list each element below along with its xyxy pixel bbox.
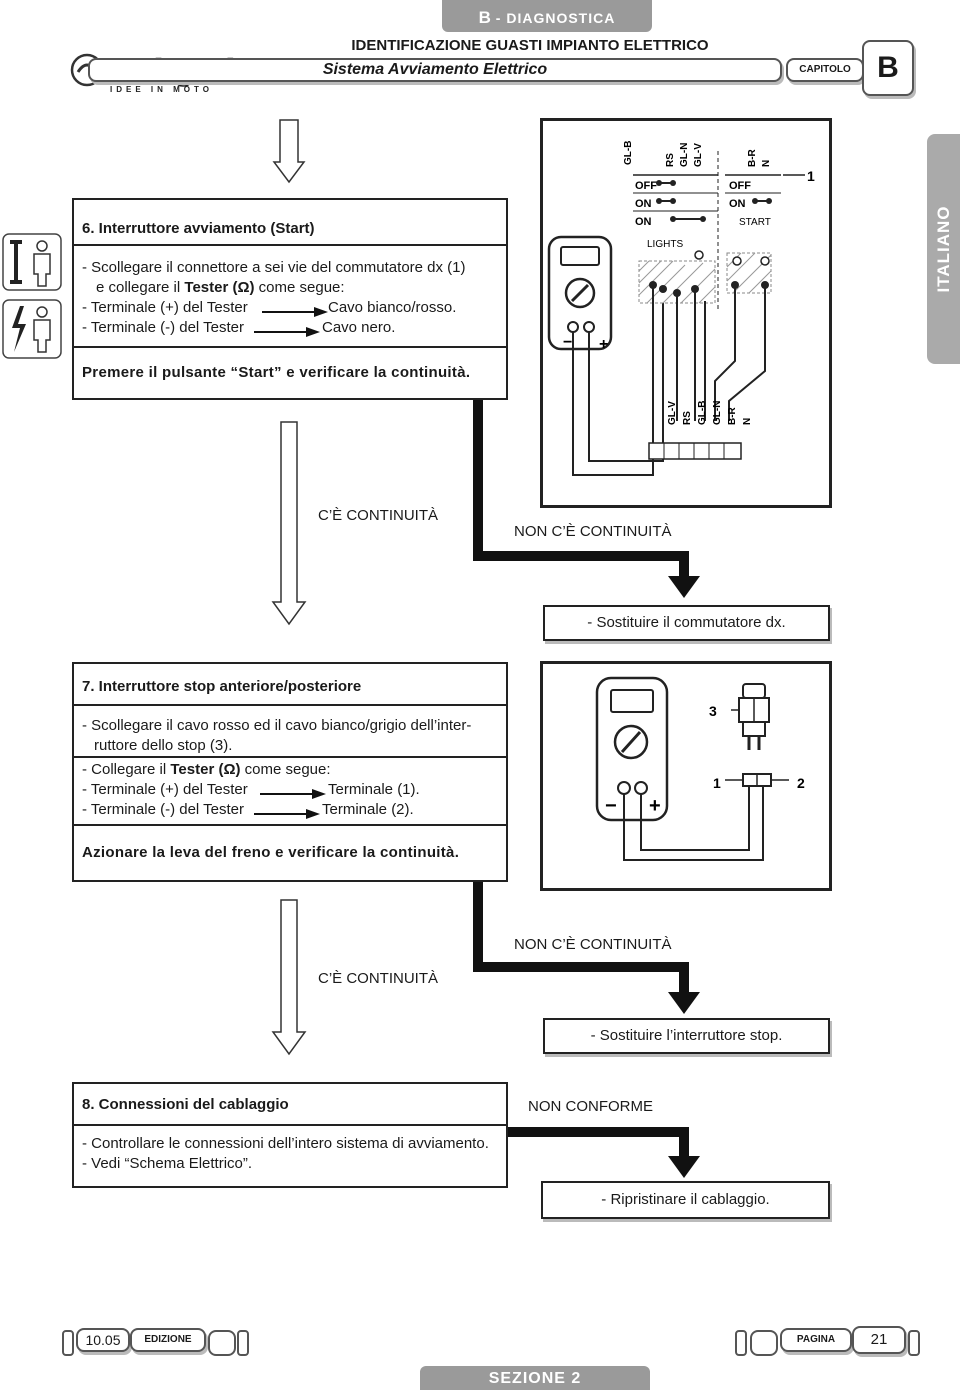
svg-text:+: + [649, 795, 661, 817]
svg-text:2: 2 [797, 775, 805, 791]
down-arrow-icon [271, 899, 307, 1056]
svg-text:ON: ON [635, 216, 652, 228]
svg-text:N: N [742, 418, 753, 425]
wrench-icon [10, 240, 22, 284]
svg-text:OFF: OFF [635, 180, 657, 192]
logo-tagline: IDEE IN MOTO [110, 85, 213, 94]
tester-label: Tester (Ω) [184, 279, 255, 296]
step7-yes-label: C’È CONTINUITÀ [318, 970, 438, 987]
down-arrow-icon [668, 576, 700, 598]
step7-instruction: Azionare la leva del freno e verificare … [82, 844, 460, 861]
svg-text:RS: RS [665, 153, 676, 167]
step8-title: 8. Connessioni del cablaggio [82, 1096, 289, 1113]
svg-text:3: 3 [709, 703, 717, 719]
chapter-tab-letter: B [478, 8, 491, 27]
step7-line3: - Collegare il Tester (Ω) come segue: [82, 761, 331, 778]
mechanic-icons [2, 232, 64, 362]
arrow-right-icon [262, 304, 328, 322]
svg-text:B-R: B-R [747, 148, 758, 167]
multimeter-icon: − + [595, 676, 669, 822]
tester-label: Tester (Ω) [170, 761, 241, 778]
step8-no-label: NON CONFORME [528, 1098, 653, 1115]
step6-plus-target: Cavo bianco/rosso. [328, 299, 457, 316]
step7-no-action: - Sostituire l’interruttore stop. [543, 1018, 830, 1054]
step7-title: 7. Interruttore stop anteriore/posterior… [82, 678, 362, 695]
step8-line2: - Vedi “Schema Elettrico”. [82, 1155, 253, 1172]
chapter-tab: B - DIAGNOSTICA [442, 0, 652, 32]
svg-text:GL-B: GL-B [623, 141, 634, 165]
svg-text:LIGHTS: LIGHTS [647, 239, 683, 250]
svg-text:GL-N: GL-N [679, 143, 690, 167]
svg-text:1: 1 [807, 168, 815, 184]
chapter-tab-text: - DIAGNOSTICA [490, 10, 616, 26]
svg-text:−: − [563, 334, 572, 351]
step6-minus-prefix: - Terminale (-) del Tester [82, 319, 244, 336]
step7-minus-target: Terminale (2). [322, 801, 414, 818]
lightning-icon [12, 306, 26, 352]
svg-text:OFF: OFF [729, 180, 751, 192]
down-arrow-icon [271, 421, 307, 626]
capitolo-value: B [862, 40, 914, 96]
svg-text:1: 1 [713, 775, 721, 791]
step6-instruction: Premere il pulsante “Start” e verificare… [82, 364, 471, 381]
page-subtitle: Sistema Avviamento Elettrico [88, 58, 782, 82]
page-label: PAGINA [780, 1328, 852, 1352]
step6-no-action: - Sostituire il commutatore dx. [543, 605, 830, 641]
svg-text:GL-V: GL-V [667, 401, 678, 425]
step7-no-label: NON C’È CONTINUITÀ [514, 936, 672, 953]
step7-minus-prefix: - Terminale (-) del Tester [82, 801, 244, 818]
svg-text:GL-B: GL-B [697, 401, 708, 425]
no-branch-line [473, 398, 689, 578]
step6-yes-label: C’È CONTINUITÀ [318, 507, 438, 524]
step6-title: 6. Interruttore avviamento (Start) [82, 220, 315, 237]
step6-wiring-diagram: − + OFF ON ON OFF ON GL-B RS GL-N GL-V B… [540, 118, 832, 508]
svg-text:−: − [605, 795, 617, 817]
svg-text:ON: ON [729, 198, 746, 210]
step7-plus-prefix: - Terminale (+) del Tester [82, 781, 248, 798]
step7-line1: - Scollegare il cavo rosso ed il cavo bi… [82, 717, 472, 734]
arrow-right-icon [254, 324, 320, 342]
down-arrow-icon [272, 119, 306, 184]
step6-line2: e collegare il Tester (Ω) come segue: [96, 279, 345, 296]
arrow-right-icon [260, 786, 326, 804]
svg-text:GL-N: GL-N [712, 401, 723, 425]
edition-value: 10.05 [76, 1328, 130, 1352]
edition-label: EDIZIONE [130, 1328, 206, 1352]
step7-plus-target: Terminale (1). [328, 781, 420, 798]
step7-box: 7. Interruttore stop anteriore/posterior… [72, 662, 508, 882]
step6-box: 6. Interruttore avviamento (Start) - Sco… [72, 198, 508, 400]
language-tab: ITALIANO [927, 134, 960, 364]
svg-text:START: START [739, 217, 771, 228]
step6-minus-target: Cavo nero. [322, 319, 396, 336]
capitolo-label: CAPITOLO [786, 58, 864, 82]
step8-line1: - Controllare le connessioni dell’intero… [82, 1135, 489, 1152]
stop-switch-icon [738, 683, 770, 750]
svg-text:GL-V: GL-V [693, 143, 704, 167]
down-arrow-icon [668, 992, 700, 1014]
svg-text:B-R: B-R [727, 406, 738, 425]
no-branch-line [506, 1127, 689, 1158]
page-number: 21 [852, 1326, 906, 1354]
step6-plus-prefix: - Terminale (+) del Tester [82, 299, 248, 316]
step7-wiring-diagram: − + 3 1 2 [540, 661, 832, 891]
step8-box: 8. Connessioni del cablaggio - Controlla… [72, 1082, 508, 1188]
arrow-right-icon [254, 806, 320, 824]
step8-no-action: - Ripristinare il cablaggio. [541, 1181, 830, 1219]
step7-line2: ruttore dello stop (3). [94, 737, 233, 754]
section-tab: SEZIONE 2 [420, 1366, 650, 1390]
multimeter-icon: − + [547, 235, 613, 353]
page-title: IDENTIFICAZIONE GUASTI IMPIANTO ELETTRIC… [351, 37, 709, 54]
svg-text:N: N [761, 160, 772, 167]
step6-no-label: NON C’È CONTINUITÀ [514, 523, 672, 540]
step6-line1: - Scollegare il connettore a sei vie del… [82, 259, 466, 276]
down-arrow-icon [668, 1156, 700, 1178]
svg-text:ON: ON [635, 198, 652, 210]
no-branch-line [473, 880, 689, 996]
svg-text:+: + [599, 336, 608, 353]
svg-text:RS: RS [682, 411, 693, 425]
